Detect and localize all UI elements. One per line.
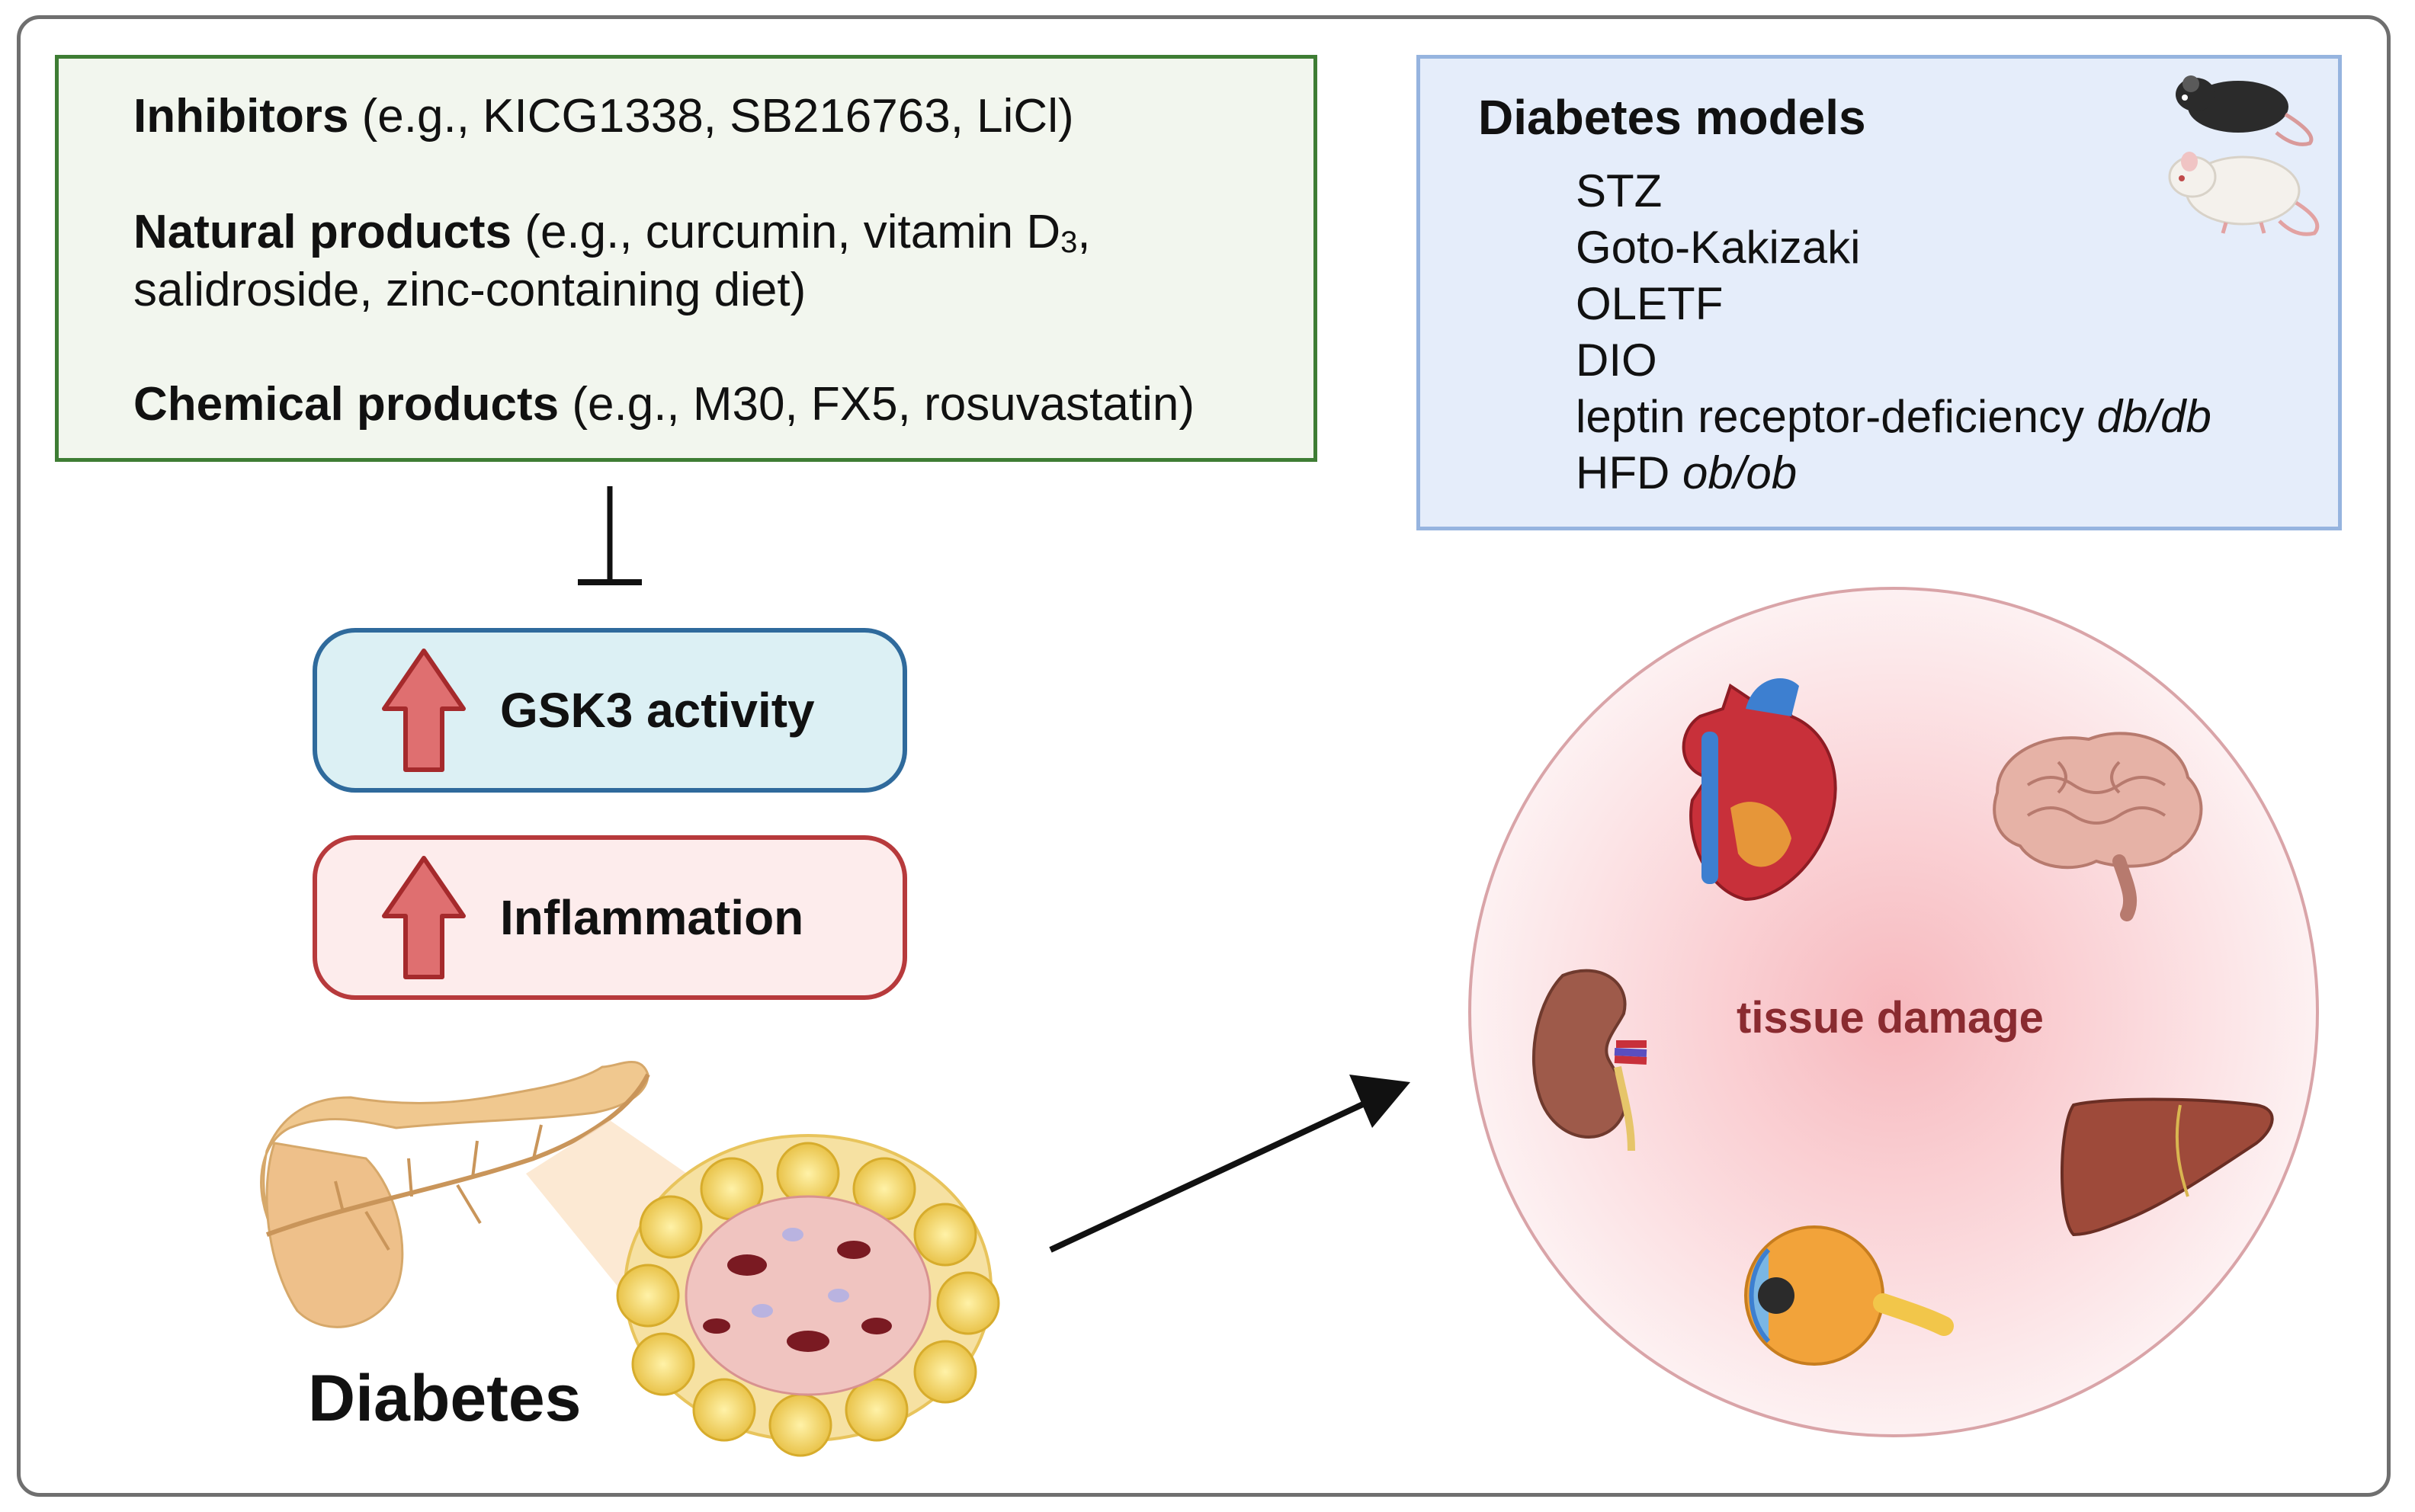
inflammation-box: Inflammation bbox=[313, 835, 907, 1000]
eye-icon bbox=[1744, 1225, 1954, 1366]
brain-icon bbox=[1993, 732, 2203, 921]
mouse-icon bbox=[2176, 75, 2314, 146]
natural-products-line: Natural products (e.g., curcumin, vitami… bbox=[133, 203, 1091, 271]
rat-icon bbox=[2168, 152, 2320, 236]
model-item: STZ bbox=[1576, 165, 1663, 216]
gsk3-activity-label: GSK3 activity bbox=[500, 683, 815, 738]
inflammation-label: Inflammation bbox=[500, 890, 804, 945]
up-arrow-icon bbox=[382, 649, 466, 772]
inhibitors-label: Inhibitors bbox=[133, 90, 349, 143]
model-item-leptin: leptin receptor-deficiency db/db bbox=[1576, 389, 2211, 444]
inhibition-icon bbox=[578, 486, 642, 585]
model-item-hfd: HFD ob/ob bbox=[1576, 446, 1797, 501]
diabetes-label: Diabetes bbox=[308, 1362, 582, 1435]
pancreas-icon bbox=[260, 1061, 650, 1328]
hfd-genotype: ob/ob bbox=[1682, 447, 1798, 498]
natural-products-examples: (e.g., curcumin, vitamin D bbox=[524, 206, 1061, 258]
diabetes-models-box: Diabetes models STZ Goto-Kakizaki OLETF … bbox=[1416, 55, 2342, 530]
zoom-callout bbox=[526, 1120, 709, 1296]
chemical-products-examples: (e.g., M30, FX5, rosuvastatin) bbox=[572, 378, 1195, 431]
models-title: Diabetes models bbox=[1478, 90, 1866, 145]
progression-arrow bbox=[1049, 1075, 1410, 1253]
vitamin-d-subscript: 3 bbox=[1060, 226, 1078, 259]
kidney-icon bbox=[1531, 969, 1647, 1152]
chemical-products-line: Chemical products (e.g., M30, FX5, rosuv… bbox=[133, 376, 1195, 434]
treatments-box: Inhibitors (e.g., KICG1338, SB216763, Li… bbox=[55, 55, 1317, 462]
natural-products-comma: , bbox=[1077, 206, 1091, 258]
inhibitors-line: Inhibitors (e.g., KICG1338, SB216763, Li… bbox=[133, 88, 1074, 146]
model-item: Goto-Kakizaki bbox=[1576, 222, 1861, 273]
heart-icon bbox=[1682, 678, 1837, 902]
inhibitors-examples: (e.g., KICG1338, SB216763, LiCl) bbox=[361, 90, 1074, 143]
natural-products-line-2: salidroside, zinc-containing diet) bbox=[133, 264, 807, 316]
liver-icon bbox=[2061, 1097, 2274, 1237]
leptin-genotype: db/db bbox=[2096, 391, 2211, 442]
up-arrow-icon bbox=[382, 856, 466, 979]
leptin-text: leptin receptor-deficiency bbox=[1576, 391, 2097, 442]
tissue-damage-label: tissue damage bbox=[1737, 993, 2044, 1043]
gsk3-activity-box: GSK3 activity bbox=[313, 628, 907, 793]
model-item: OLETF bbox=[1576, 278, 1724, 329]
natural-products-label: Natural products bbox=[133, 206, 512, 258]
islet-icon bbox=[616, 1134, 1000, 1457]
chemical-products-label: Chemical products bbox=[133, 378, 560, 431]
model-item: DIO bbox=[1576, 335, 1657, 386]
hfd-text: HFD bbox=[1576, 447, 1682, 498]
